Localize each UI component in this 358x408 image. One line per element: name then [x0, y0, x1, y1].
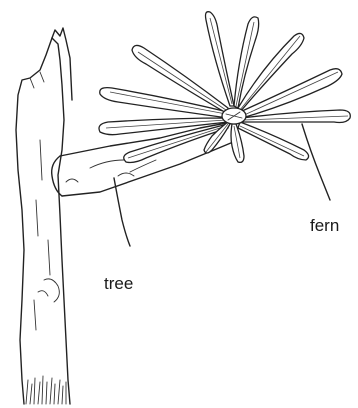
- fern-pointer-line: [302, 124, 330, 200]
- fern-label: fern: [310, 216, 339, 235]
- fern-plant: [99, 12, 350, 163]
- tree-trunk: [16, 28, 72, 404]
- tree-pointer-line: [114, 178, 130, 246]
- tree-label: tree: [104, 274, 133, 293]
